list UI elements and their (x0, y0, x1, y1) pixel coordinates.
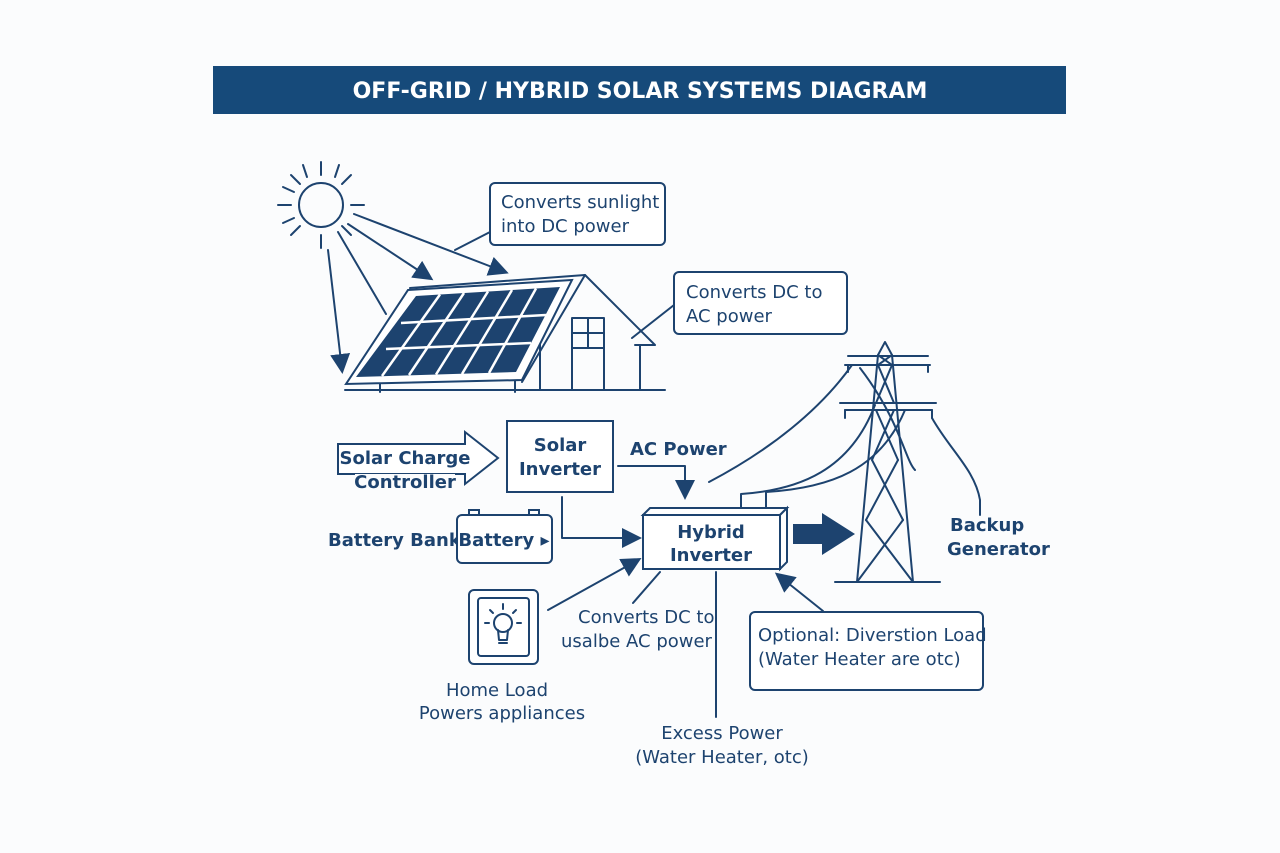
diagram-text: into DC power (501, 216, 630, 237)
solar-inverter-box: Solar Inverter (506, 420, 614, 493)
callout-dc-to-ac: Converts DC to AC power (631, 271, 848, 339)
diagram-title: OFF-GRID / HYBRID SOLAR SYSTEMS DIAGRAM (353, 79, 928, 104)
home-load: Home Load Powers appliances (419, 589, 585, 724)
callout-panel: Converts sunlight into DC power (454, 182, 666, 251)
diagram-text: (Water Heater are otc) (758, 649, 961, 670)
power-lines (708, 364, 916, 509)
battery-bank-label: Battery Bank (328, 530, 462, 551)
diagram-text: Converts sunlight (501, 192, 659, 213)
backup-generator-label-2: Generator (947, 539, 1050, 560)
diagram-text: Hybrid (677, 522, 745, 543)
diagram-text: Converts DC to (578, 607, 715, 628)
diagram-text: Controller (354, 472, 456, 493)
arrow-right-icon (793, 513, 855, 555)
backup-generator-label: Backup (950, 515, 1024, 536)
transmission-tower-icon (834, 341, 981, 583)
sun-icon (277, 161, 365, 249)
excess-power-label: Excess Power (Water Heater, otc) (635, 723, 809, 768)
solar-panel-icon (344, 278, 574, 386)
diagram-text: Inverter (519, 459, 601, 480)
solar-charge-controller: Solar Charge Controller (337, 429, 500, 494)
callout-usable-ac: Converts DC to usalbe AC power (561, 607, 715, 652)
diagram-text: Battery ▸ (458, 530, 549, 551)
diagram-text: AC power (686, 306, 773, 327)
diagram-text: Optional: Diverstion Load (758, 625, 987, 646)
diagram-text: Converts DC to (686, 282, 823, 303)
diagram-text: Solar (534, 435, 587, 456)
diagram-text: (Water Heater, otc) (635, 747, 809, 768)
hybrid-inverter-box: Hybrid Inverter (640, 505, 790, 572)
diagram-text: Solar Charge (340, 448, 471, 469)
lightbulb-icon (484, 603, 522, 644)
house-icon (344, 274, 666, 393)
callout-diversion-load: Optional: Diverstion Load (Water Heater … (749, 611, 987, 691)
diagram-text: Inverter (670, 545, 752, 566)
diagram-text: Powers appliances (419, 703, 585, 724)
ac-power-label: AC Power (630, 439, 727, 460)
title-bar: OFF-GRID / HYBRID SOLAR SYSTEMS DIAGRAM (213, 66, 1066, 114)
battery-icon: Battery ▸ (456, 509, 553, 564)
diagram-text: Home Load (446, 680, 548, 701)
diagram-text: Excess Power (661, 723, 783, 744)
diagram-text: usalbe AC power (561, 631, 713, 652)
sunlight-rays (327, 213, 509, 374)
